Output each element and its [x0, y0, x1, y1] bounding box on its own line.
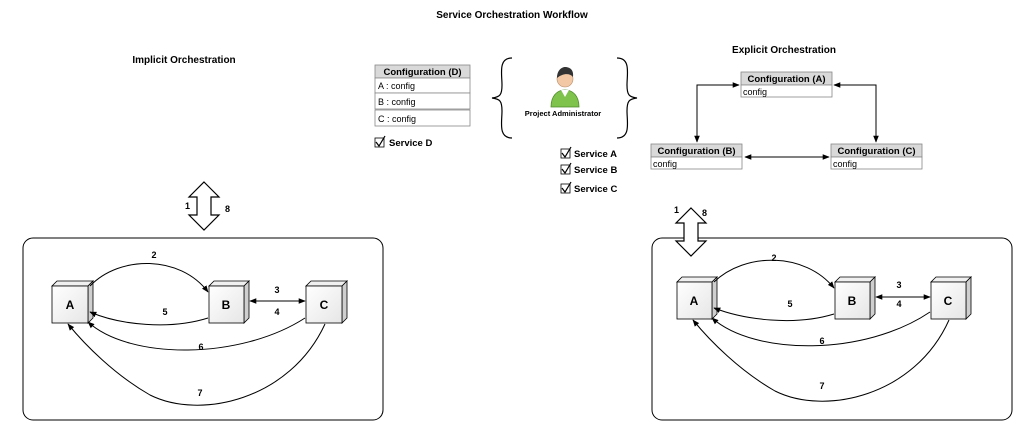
checkmark-icon	[561, 146, 572, 159]
explicit-node-c: C	[930, 276, 972, 320]
explicit-container	[651, 237, 1013, 421]
config-d-row-c: C : config	[378, 114, 416, 124]
config-c-table: Configuration (C) config	[830, 143, 923, 170]
explicit-node-a: A	[676, 276, 718, 320]
implicit-edge-label-7: 7	[197, 388, 202, 398]
explicit-node-b-label: B	[848, 294, 857, 308]
config-a-value: config	[743, 87, 767, 97]
config-b-title: Configuration (B)	[657, 146, 735, 157]
explicit-io-double-arrow	[674, 207, 708, 257]
config-d-row-a: A : config	[378, 81, 415, 91]
service-c-checkbox-box	[560, 183, 571, 194]
service-d-label: Service D	[389, 138, 432, 149]
service-b-checkbox[interactable]: Service B	[560, 162, 617, 176]
explicit-node-b: B	[834, 276, 876, 320]
explicit-edge-c-a	[711, 311, 931, 347]
explicit-edge-label-7: 7	[819, 381, 824, 391]
explicit-io-label-in: 1	[674, 205, 679, 215]
diagram-title: Service Orchestration Workflow	[436, 10, 588, 21]
service-b-checkbox-box	[560, 164, 571, 175]
config-d-table: Configuration (D) A : config B : config …	[374, 64, 471, 127]
checkmark-icon	[375, 135, 386, 148]
config-b-table: Configuration (B) config	[650, 143, 743, 170]
checkmark-icon	[561, 162, 572, 175]
config-d-row-b: B : config	[378, 97, 416, 107]
service-a-checkbox-box	[560, 148, 571, 159]
implicit-io-double-arrow	[187, 181, 221, 231]
service-a-label: Service A	[574, 149, 617, 160]
config-d-title: Configuration (D)	[383, 67, 461, 78]
implicit-edge-label-4: 4	[274, 307, 279, 317]
explicit-heading: Explicit Orchestration	[732, 45, 836, 56]
person-icon	[550, 67, 580, 108]
config-edge-a-b	[694, 82, 740, 143]
implicit-edge-b-a	[89, 311, 209, 326]
checkmark-icon	[561, 181, 572, 194]
service-c-label: Service C	[574, 184, 617, 195]
explicit-edge-label-3: 3	[896, 280, 901, 290]
implicit-edge-label-6: 6	[198, 342, 203, 352]
implicit-io-label-out: 8	[225, 204, 230, 214]
left-brace	[491, 57, 513, 139]
config-a-title: Configuration (A)	[747, 74, 825, 85]
implicit-node-b: B	[208, 280, 250, 324]
service-a-checkbox[interactable]: Service A	[560, 146, 617, 160]
implicit-edge-label-3: 3	[274, 285, 279, 295]
administrator-label: Project Administrator	[525, 109, 601, 118]
service-d-checkbox-box	[374, 137, 385, 148]
config-edge-a-c	[833, 82, 879, 143]
config-b-value: config	[653, 159, 677, 169]
implicit-edge-c-a-long	[67, 323, 326, 406]
explicit-edge-label-4: 4	[896, 299, 901, 309]
implicit-node-b-label: B	[222, 298, 231, 312]
implicit-container	[22, 237, 384, 421]
implicit-heading: Implicit Orchestration	[132, 55, 235, 66]
service-c-checkbox[interactable]: Service C	[560, 181, 617, 195]
explicit-edge-b-a	[713, 307, 835, 321]
explicit-edge-label-5: 5	[787, 299, 792, 309]
implicit-edge-c-a	[87, 317, 306, 351]
explicit-edge-c-a-long	[692, 319, 950, 402]
explicit-node-c-label: C	[944, 294, 953, 308]
implicit-node-c-label: C	[320, 298, 329, 312]
implicit-edge-label-2: 2	[151, 250, 156, 260]
config-c-value: config	[833, 159, 857, 169]
implicit-node-a-label: A	[66, 298, 75, 312]
right-brace	[616, 57, 638, 139]
explicit-edge-label-6: 6	[819, 336, 824, 346]
config-c-title: Configuration (C)	[837, 146, 915, 157]
explicit-edge-a-b	[713, 259, 835, 289]
service-b-label: Service B	[574, 165, 617, 176]
implicit-node-c: C	[305, 280, 348, 324]
service-d-checkbox[interactable]: Service D	[374, 135, 432, 149]
explicit-node-a-label: A	[690, 294, 699, 308]
explicit-io-label-out: 8	[702, 208, 707, 218]
explicit-edge-label-2: 2	[771, 253, 776, 263]
implicit-edge-label-5: 5	[162, 307, 167, 317]
implicit-edge-a-b	[89, 262, 209, 293]
implicit-io-label-in: 1	[185, 201, 190, 211]
implicit-node-a: A	[51, 280, 94, 324]
config-a-table: Configuration (A) config	[740, 71, 833, 98]
